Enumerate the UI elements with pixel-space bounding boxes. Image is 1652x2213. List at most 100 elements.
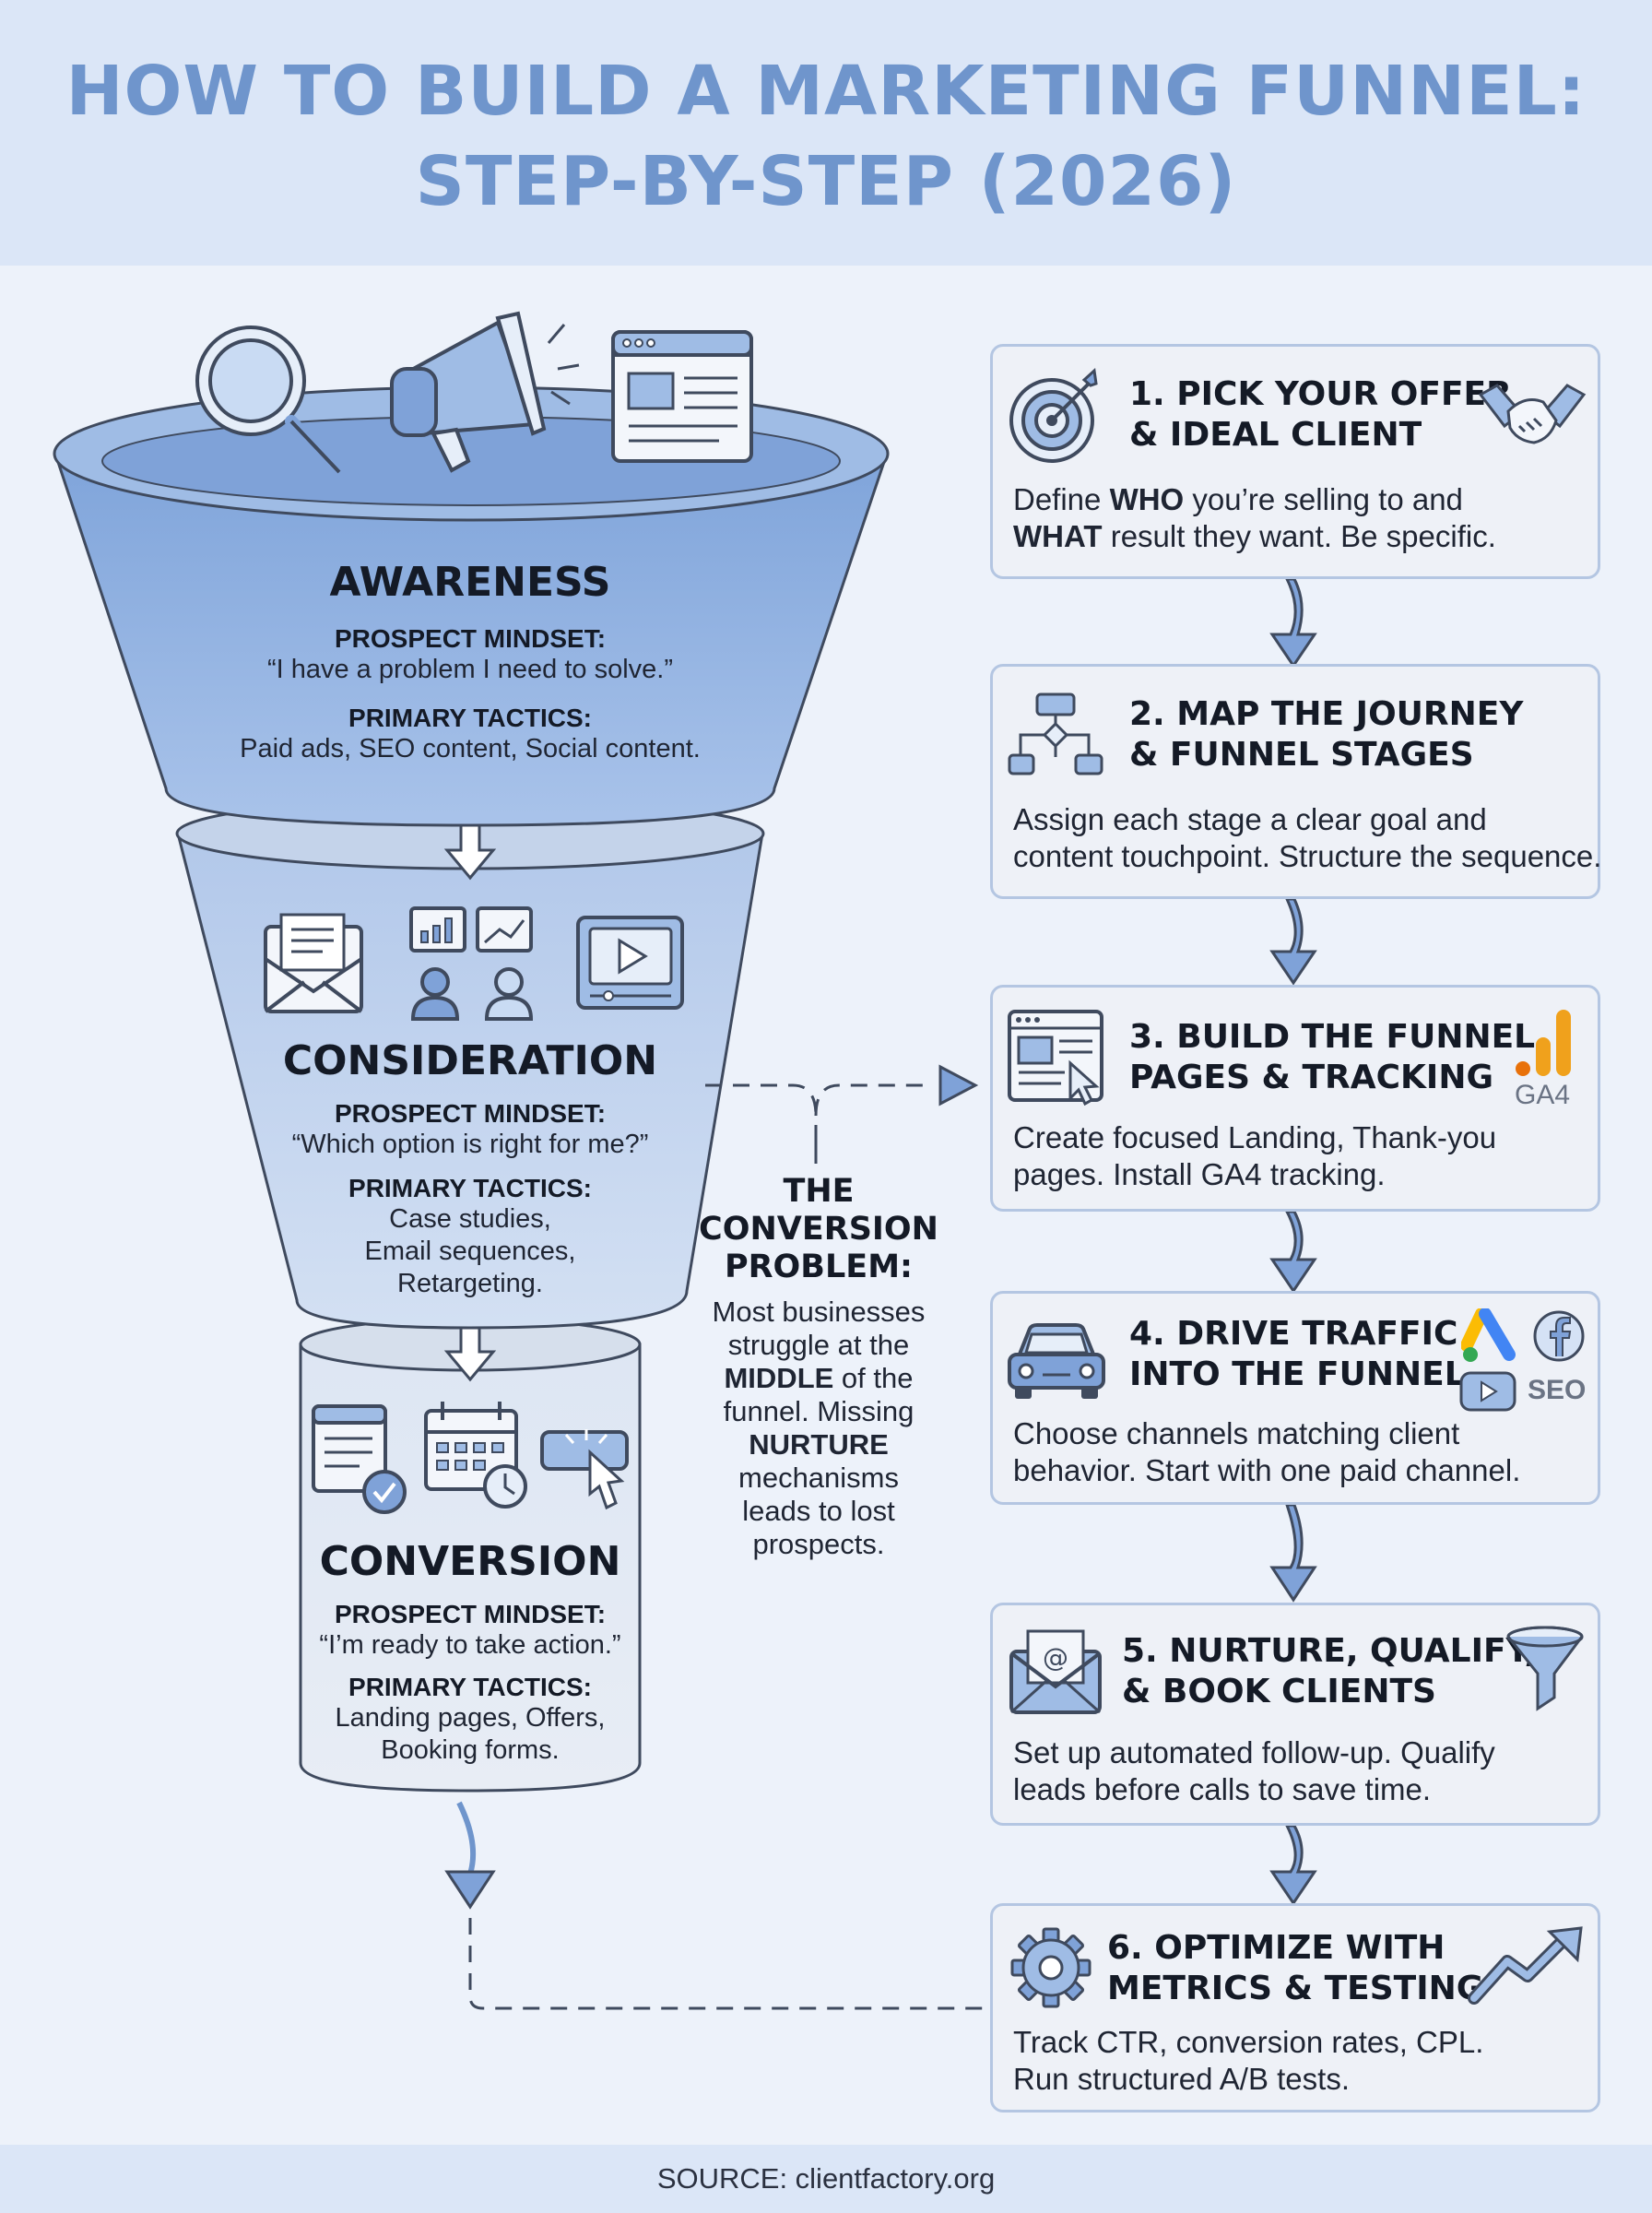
- youtube-icon: [1459, 1371, 1516, 1412]
- down-arrow-1: [443, 823, 497, 881]
- step-5-body: Set up automated follow-up. Qualify lead…: [1013, 1734, 1495, 1808]
- step-4-title-line-2: INTO THE FUNNEL: [1129, 1355, 1466, 1393]
- step-3-body: Create focused Landing, Thank-you pages.…: [1013, 1119, 1496, 1193]
- stage-awareness: AWARENESS PROSPECT MINDSET: “I have a pr…: [148, 559, 793, 765]
- problem-title-line-3: PROBLEM:: [724, 1249, 914, 1285]
- problem-line-4: funnel. Missing: [723, 1395, 914, 1427]
- consideration-tactics-label: PRIMARY TACTICS:: [348, 1174, 592, 1202]
- step-5-body-line-2: leads before calls to save time.: [1013, 1772, 1432, 1806]
- step-1-body-line-1: Define WHO you’re selling to and: [1013, 481, 1496, 518]
- video-player-icon: [576, 916, 684, 1010]
- browser-window-icon: [611, 330, 753, 463]
- page-title-line-2: STEP-BY-STEP (2026): [415, 142, 1237, 221]
- step-3-title-line-2: PAGES & TRACKING: [1129, 1059, 1493, 1096]
- step-1-what: WHAT: [1013, 519, 1103, 553]
- step-1-title-line-1: 1. PICK YOUR OFFER: [1129, 375, 1512, 413]
- step-card-1: 1. PICK YOUR OFFER & IDEAL CLIENT Define…: [990, 344, 1600, 579]
- page-title-line-1: HOW TO BUILD A MARKETING FUNNEL:: [65, 52, 1587, 131]
- car-icon: [1008, 1323, 1105, 1399]
- step-6-body-line-2: Run structured A/B tests.: [1013, 2062, 1350, 2096]
- calendar-clock-icon: [424, 1402, 527, 1509]
- step-2-title-line-1: 2. MAP THE JOURNEY: [1129, 695, 1524, 733]
- awareness-mindset: “I have a problem I need to solve.”: [266, 655, 674, 684]
- step-1-title: 1. PICK YOUR OFFER & IDEAL CLIENT: [1129, 374, 1512, 456]
- facebook-icon: [1533, 1310, 1585, 1362]
- header-banner: HOW TO BUILD A MARKETING FUNNEL: STEP-BY…: [0, 0, 1652, 266]
- problem-title-line-1: THE: [783, 1173, 855, 1210]
- step-3-body-line-1: Create focused Landing, Thank-you: [1013, 1120, 1497, 1154]
- step-card-6: 6. OPTIMIZE WITH METRICS & TESTING Track…: [990, 1903, 1600, 2112]
- problem-line-2: struggle at the: [727, 1329, 910, 1361]
- email-at-icon: @: [1009, 1629, 1102, 1714]
- filter-funnel-icon: [1506, 1626, 1584, 1711]
- problem-line-7: leads to lost: [742, 1495, 895, 1527]
- step-6-title: 6. OPTIMIZE WITH METRICS & TESTING: [1107, 1928, 1483, 2009]
- step-card-4: 4. DRIVE TRAFFIC INTO THE FUNNEL SEO Cho…: [990, 1291, 1600, 1505]
- stage-conversion: CONVERSION PROSPECT MINDSET: “I’m ready …: [267, 1538, 673, 1767]
- funnel-awareness-segment: [53, 385, 890, 827]
- step-1-text-b: you’re selling to and: [1184, 482, 1463, 516]
- conversion-title: CONVERSION: [319, 1538, 621, 1585]
- step-1-text-c: result they want. Be specific.: [1102, 519, 1496, 553]
- step-5-body-line-1: Set up automated follow-up. Qualify: [1013, 1735, 1495, 1769]
- step-card-3: 3. BUILD THE FUNNEL PAGES & TRACKING GA4…: [990, 985, 1600, 1212]
- people-chart-icon: [409, 906, 534, 1021]
- step-4-body-line-1: Choose channels matching client: [1013, 1416, 1460, 1450]
- consideration-tactic-1: Case studies,: [389, 1204, 551, 1234]
- problem-line-6: mechanisms: [738, 1462, 899, 1494]
- step-1-body-line-2: WHAT result they want. Be specific.: [1013, 518, 1496, 555]
- magnifier-icon: [195, 325, 346, 479]
- awareness-tactics-label: PRIMARY TACTICS:: [348, 704, 592, 732]
- step-3-title: 3. BUILD THE FUNNEL PAGES & TRACKING: [1129, 1017, 1535, 1098]
- webpage-cursor-icon: [1008, 1010, 1103, 1106]
- svg-text:@: @: [1043, 1642, 1068, 1673]
- awareness-title: AWARENESS: [329, 559, 611, 606]
- step-4-title: 4. DRIVE TRAFFIC INTO THE FUNNEL: [1129, 1314, 1466, 1395]
- envelope-icon: [264, 913, 363, 1013]
- consideration-to-step3-arrow: [705, 1064, 979, 1164]
- step-1-text-a: Define: [1013, 482, 1110, 516]
- target-icon: [1009, 367, 1098, 463]
- consideration-mindset-label: PROSPECT MINDSET:: [334, 1099, 607, 1128]
- ga4-label: GA4: [1515, 1080, 1571, 1110]
- click-button-icon: [540, 1429, 629, 1510]
- ga4-bars-icon: [1516, 1010, 1571, 1076]
- step-2-body-line-1: Assign each stage a clear goal and: [1013, 802, 1487, 836]
- step-4-title-line-1: 4. DRIVE TRAFFIC: [1129, 1315, 1458, 1353]
- awareness-tactics: Paid ads, SEO content, Social content.: [240, 734, 701, 763]
- step-card-5: @ 5. NURTURE, QUALIFY, & BOOK CLIENTS Se…: [990, 1603, 1600, 1826]
- problem-nurture-emphasis: NURTURE: [749, 1428, 889, 1461]
- consideration-tactic-3: Retargeting.: [397, 1269, 543, 1298]
- step-6-title-line-2: METRICS & TESTING: [1107, 1970, 1484, 2007]
- step-connector-arrows: [1269, 577, 1317, 1906]
- consideration-title: CONSIDERATION: [282, 1037, 658, 1084]
- down-arrow-2: [443, 1326, 497, 1382]
- google-ads-icon: [1461, 1308, 1516, 1362]
- form-check-icon: [312, 1404, 407, 1514]
- step-4-body: Choose channels matching client behavior…: [1013, 1415, 1520, 1489]
- conversion-tactic-1: Landing pages, Offers,: [335, 1703, 606, 1733]
- seo-label: SEO: [1528, 1375, 1587, 1405]
- conversion-tactics-label: PRIMARY TACTICS:: [348, 1673, 592, 1701]
- awareness-mindset-label: PROSPECT MINDSET:: [334, 624, 607, 653]
- step-4-body-line-2: behavior. Start with one paid channel.: [1013, 1453, 1521, 1487]
- stage-consideration: CONSIDERATION PROSPECT MINDSET: “Which o…: [194, 1037, 747, 1300]
- problem-line-8: prospects.: [752, 1528, 885, 1560]
- megaphone-icon: [390, 311, 580, 473]
- conversion-mindset-label: PROSPECT MINDSET:: [334, 1600, 607, 1628]
- gear-icon: [1010, 1927, 1092, 2008]
- step-6-body: Track CTR, conversion rates, CPL. Run st…: [1013, 2024, 1483, 2098]
- step-2-title: 2. MAP THE JOURNEY & FUNNEL STAGES: [1129, 694, 1523, 775]
- conversion-problem-title: THE CONVERSION PROBLEM:: [690, 1173, 948, 1286]
- step-2-body: Assign each stage a clear goal and conte…: [1013, 801, 1601, 875]
- step-1-title-line-2: & IDEAL CLIENT: [1129, 416, 1422, 454]
- flowchart-icon: [1008, 692, 1103, 775]
- handshake-icon: [1478, 384, 1587, 444]
- problem-middle-emphasis: MIDDLE: [724, 1362, 834, 1394]
- conversion-tactic-2: Booking forms.: [381, 1735, 560, 1765]
- step-1-body: Define WHO you’re selling to and WHAT re…: [1013, 481, 1496, 555]
- problem-line-3: MIDDLE of the: [690, 1362, 948, 1395]
- step-5-title-line-1: 5. NURTURE, QUALIFY,: [1122, 1632, 1538, 1670]
- step-1-who: WHO: [1109, 482, 1185, 516]
